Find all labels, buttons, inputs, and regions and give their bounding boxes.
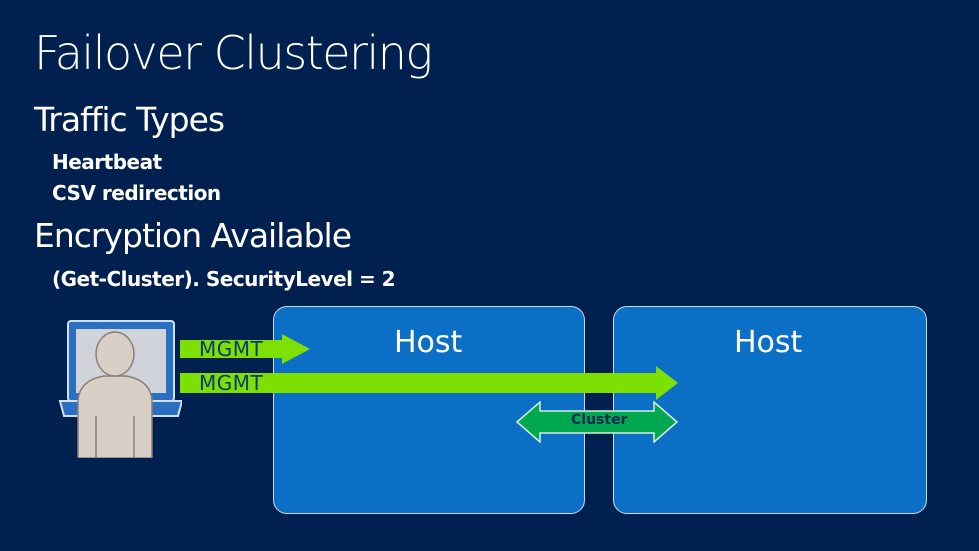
cluster-arrow: [516, 401, 678, 443]
bullet-csv-redirection: CSV redirection: [52, 181, 221, 205]
mgmt-arrow-short: [180, 334, 310, 364]
heading-traffic-types: Traffic Types: [34, 100, 225, 139]
mgmt-arrow-short-label: MGMT: [199, 337, 264, 361]
bullet-security-level: (Get-Cluster). SecurityLevel = 2: [52, 267, 396, 291]
host-box-2: [613, 306, 927, 514]
slide-title: Failover Clustering: [34, 26, 433, 80]
host-label-2: Host: [734, 325, 803, 360]
host-label-1: Host: [394, 325, 463, 360]
cluster-arrow-label: Cluster: [571, 412, 628, 428]
heading-encryption-available: Encryption Available: [34, 216, 352, 255]
mgmt-arrow-long: [180, 366, 678, 400]
mgmt-arrow-long-label: MGMT: [199, 371, 264, 395]
admin-at-laptop-icon: [58, 320, 182, 458]
bullet-heartbeat: Heartbeat: [52, 150, 162, 174]
